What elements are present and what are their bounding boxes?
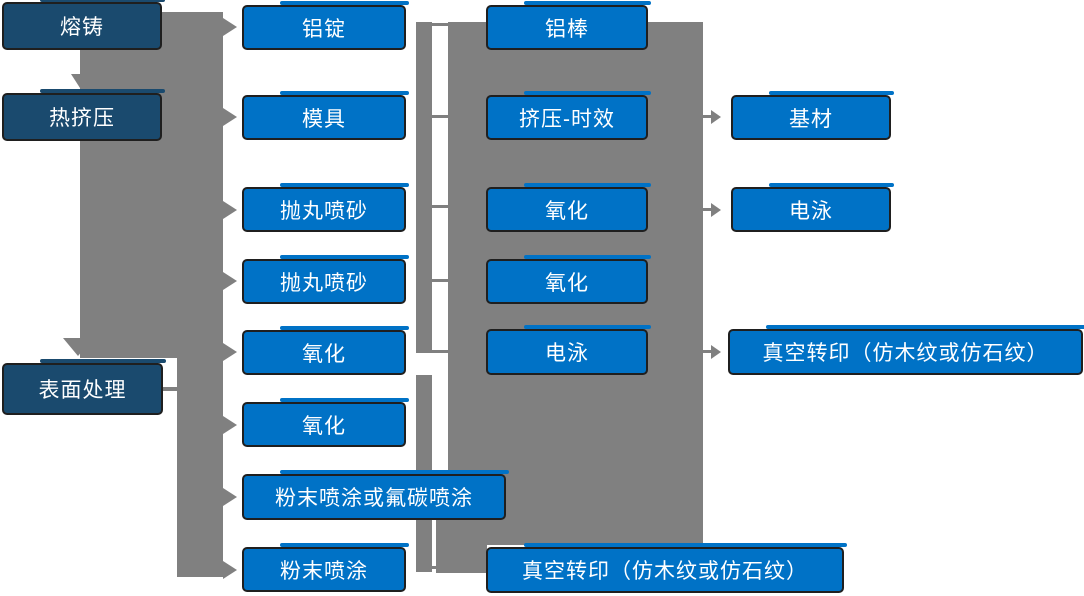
connector-surface-stub [163, 387, 177, 391]
flow-node-rongzhu: 熔铸 [2, 0, 165, 50]
link-line-row2 [432, 115, 448, 118]
flow-node-paowan-2: 抛丸喷砂 [242, 255, 409, 304]
flow-node-rejiya: 热挤压 [2, 89, 165, 141]
flow-node-fenmo-futan: 粉末喷涂或氟碳喷涂 [242, 470, 509, 520]
flow-node-dianyong-b: 电泳 [731, 183, 894, 232]
arrow-to-paowan1-icon [223, 201, 237, 219]
connector-trunk-left-lower [177, 358, 223, 577]
arrow-to-lvding-icon [223, 18, 237, 36]
flow-node-fenmo: 粉末喷涂 [242, 543, 409, 592]
flow-node-yanghua-d: 氧化 [486, 255, 651, 304]
link-line-row4 [432, 279, 448, 282]
arrow-stem-jicai [702, 115, 711, 118]
arrow-to-dianyong-icon [711, 203, 721, 217]
arrow-to-zhuanyin-icon [711, 345, 721, 359]
flow-node-jicai: 基材 [731, 91, 894, 140]
arrow-to-fenmo-icon [223, 561, 237, 579]
arrow-to-muju-icon [223, 108, 237, 126]
link-line-row8 [432, 566, 448, 569]
flow-node-jiya-shixiao: 挤压-时效 [486, 91, 651, 140]
arrow-stem-zhuanyin [702, 350, 711, 353]
arrow-to-jicai-icon [711, 110, 721, 124]
flow-node-muju: 模具 [242, 91, 409, 140]
flow-node-yanghua-a: 氧化 [242, 326, 409, 375]
arrow-down-to-biaomianchuli-icon [63, 338, 93, 356]
flow-node-yanghua-c: 氧化 [486, 183, 651, 232]
connector-trunk-left [80, 12, 223, 358]
link-line-row3 [432, 205, 448, 208]
flow-node-dianyong-a: 电泳 [486, 325, 651, 375]
flow-node-yanghua-b: 氧化 [242, 398, 409, 447]
arrow-to-yanghua-a-icon [223, 343, 237, 361]
flow-node-lvbang: 铝棒 [486, 1, 651, 50]
link-line-row1 [432, 23, 448, 26]
arrow-stem-dianyong [702, 208, 711, 211]
flow-node-zhuanyin-a: 真空转印（仿木纹或仿石纹） [486, 543, 847, 593]
arrow-down-to-rejiya-icon [71, 74, 89, 88]
flow-node-paowan-1: 抛丸喷砂 [242, 183, 409, 232]
flow-node-lvding: 铝锭 [242, 1, 409, 50]
connector-mid-bar-upper [416, 22, 432, 353]
arrow-to-paowan2-icon [223, 272, 237, 290]
link-line-row5 [432, 350, 448, 353]
arrow-to-fenmo-futan-icon [223, 488, 237, 506]
flow-node-zhuanyin-b: 真空转印（仿木纹或仿石纹） [728, 325, 1084, 375]
arrow-to-yanghua-b-icon [223, 416, 237, 434]
flow-node-biaomianchuli: 表面处理 [2, 359, 166, 415]
